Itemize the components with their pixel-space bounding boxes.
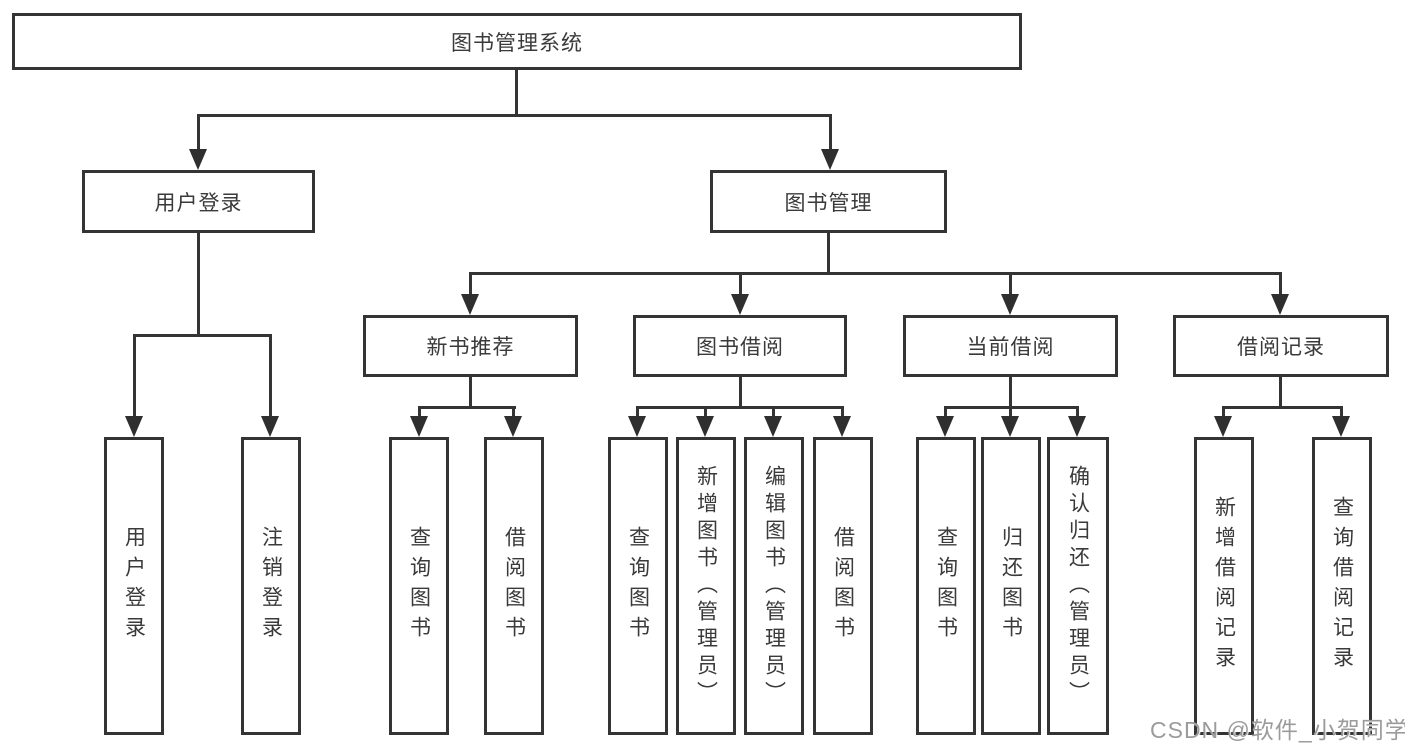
arrow-leaf: [696, 416, 714, 437]
connector-book-mgmt-stem: [827, 233, 830, 275]
connector-drop-leaf-login: [133, 334, 136, 419]
connector-drop: [772, 406, 775, 419]
arrow-leaf-login: [125, 416, 143, 437]
connector-book-borrow-rail: [636, 406, 844, 409]
arrow-leaf: [1068, 416, 1086, 437]
arrow-leaf: [833, 416, 851, 437]
connector-drop-leaf-logout: [269, 334, 272, 419]
arrow-leaf: [1214, 416, 1232, 437]
leaf-user-login: 用户登录: [104, 437, 164, 735]
leaf-add-borrow-record: 新增借阅记录: [1194, 437, 1254, 735]
leaf-logout: 注销登录: [241, 437, 301, 735]
arrow-leaf: [1332, 416, 1350, 437]
arrow-leaf: [410, 416, 428, 437]
node-user-login: 用户登录: [82, 170, 315, 233]
arrow-borrow-records: [1271, 294, 1289, 315]
leaf-return-books: 归还图书: [981, 437, 1041, 735]
leaf-query-books-3: 查询图书: [916, 437, 976, 735]
connector-drop: [704, 406, 707, 419]
node-book-borrow: 图书借阅: [633, 315, 847, 377]
connector-new-books-rail: [418, 406, 516, 409]
arrow-new-books: [461, 294, 479, 315]
arrow-current-borrow: [1001, 294, 1019, 315]
connector-new-books-stem: [469, 377, 472, 408]
node-current-borrow: 当前借阅: [903, 315, 1118, 377]
connector-drop: [1222, 406, 1225, 419]
arrow-leaf: [504, 416, 522, 437]
connector-borrow-records-rail: [1222, 406, 1342, 409]
leaf-confirm-return-admin: 确认归还（管理员）: [1047, 437, 1109, 735]
connector-drop: [1076, 406, 1079, 419]
arrow-leaf: [628, 416, 646, 437]
arrow-leaf: [764, 416, 782, 437]
connector-drop: [636, 406, 639, 419]
arrow-leaf-logout: [261, 416, 279, 437]
arrow-book-mgmt: [821, 149, 839, 170]
connector-book-borrow-stem: [739, 377, 742, 408]
arrow-book-borrow: [731, 294, 749, 315]
leaf-borrow-books-2: 借阅图书: [813, 437, 873, 735]
connector-drop-book-borrow: [739, 272, 742, 298]
node-book-mgmt: 图书管理: [710, 170, 947, 233]
connector-current-borrow-stem: [1009, 377, 1012, 408]
arrow-leaf: [1001, 416, 1019, 437]
node-root: 图书管理系统: [12, 13, 1022, 70]
connector-level1-rail: [197, 114, 831, 117]
connector-borrow-records-stem: [1279, 377, 1282, 408]
connector-drop-current-borrow: [1009, 272, 1012, 298]
connector-drop: [841, 406, 844, 419]
connector-level2-rail: [469, 272, 1282, 275]
node-new-books: 新书推荐: [363, 315, 578, 377]
connector-drop-book-mgmt: [829, 114, 832, 152]
connector-drop: [1340, 406, 1343, 419]
leaf-add-books-admin: 新增图书（管理员）: [676, 437, 736, 735]
connector-root-stem: [515, 70, 518, 116]
connector-drop: [944, 406, 947, 419]
arrow-user-login: [189, 149, 207, 170]
connector-user-login-stem: [197, 233, 200, 336]
connector-drop-user-login: [197, 114, 200, 152]
arrow-leaf: [936, 416, 954, 437]
leaf-query-borrow-record: 查询借阅记录: [1312, 437, 1372, 735]
connector-drop: [512, 406, 515, 419]
connector-drop: [1009, 406, 1012, 419]
node-borrow-records: 借阅记录: [1173, 315, 1389, 377]
leaf-edit-books-admin: 编辑图书（管理员）: [744, 437, 804, 735]
connector-drop-borrow-records: [1279, 272, 1282, 298]
connector-drop-new-books: [469, 272, 472, 298]
csdn-watermark: CSDN @软件_小贺同学: [1150, 717, 1405, 743]
leaf-borrow-books-1: 借阅图书: [484, 437, 544, 735]
connector-user-login-rail: [133, 334, 272, 337]
connector-drop: [418, 406, 421, 419]
leaf-query-books-1: 查询图书: [389, 437, 449, 735]
leaf-query-books-2: 查询图书: [608, 437, 668, 735]
